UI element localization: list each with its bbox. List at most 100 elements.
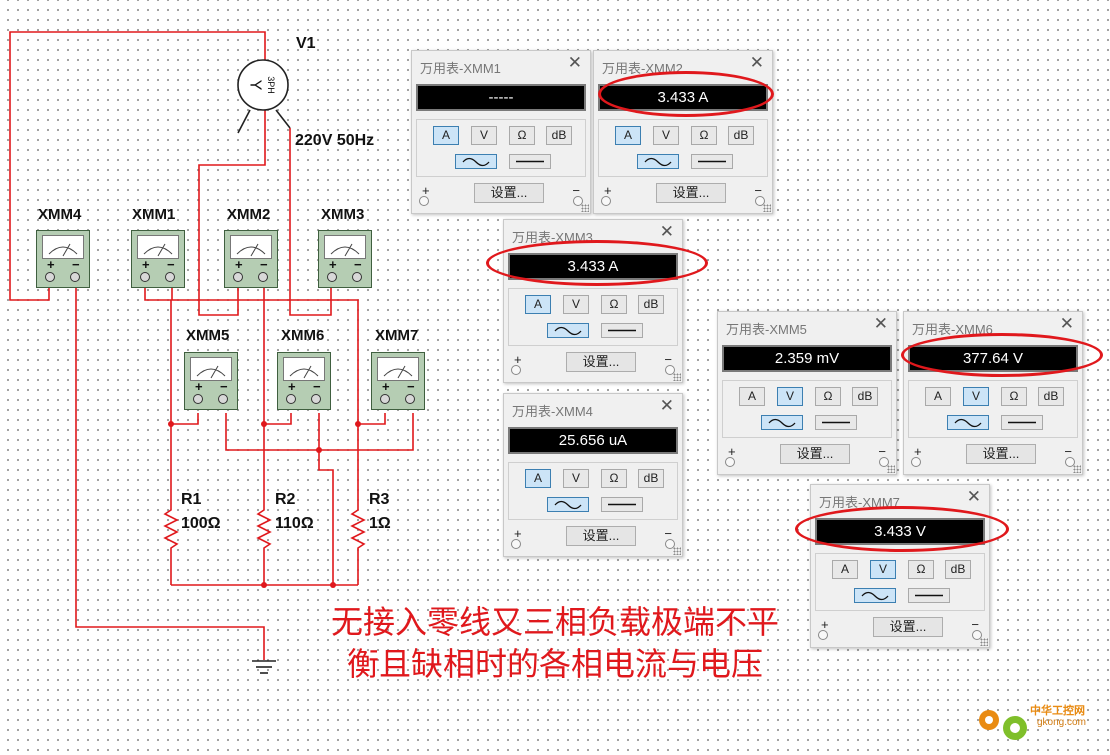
- decibel-button[interactable]: dB: [728, 126, 754, 145]
- close-icon[interactable]: ✕: [1059, 314, 1074, 333]
- ohmmeter-button[interactable]: Ω: [601, 469, 627, 488]
- voltmeter-button[interactable]: V: [471, 126, 497, 145]
- ammeter-button[interactable]: A: [433, 126, 459, 145]
- plus-terminal-icon[interactable]: [511, 539, 521, 549]
- close-icon[interactable]: ✕: [966, 487, 981, 506]
- ac-sine-icon[interactable]: [547, 497, 589, 512]
- multimeter-xmm6-icon[interactable]: +−: [277, 352, 331, 410]
- ohmmeter-button[interactable]: Ω: [815, 387, 841, 406]
- multimeter-xmm4-icon[interactable]: +−: [36, 230, 90, 288]
- close-icon[interactable]: ✕: [567, 53, 582, 72]
- ammeter-button[interactable]: A: [832, 560, 858, 579]
- ohmmeter-button[interactable]: Ω: [509, 126, 535, 145]
- circuit-wires: [9, 31, 414, 660]
- plus-terminal-icon[interactable]: [725, 457, 735, 467]
- resize-grip-icon[interactable]: [887, 465, 895, 473]
- highlight-oval-xmm7: [795, 506, 1009, 552]
- ammeter-button[interactable]: A: [615, 126, 641, 145]
- settings-button[interactable]: 设置...: [966, 444, 1036, 464]
- multimeter-xmm7-icon[interactable]: +−: [371, 352, 425, 410]
- meter-label-xmm5: XMM5: [186, 327, 230, 344]
- dc-line-icon[interactable]: [601, 323, 643, 338]
- minus-terminal-icon[interactable]: [972, 630, 982, 640]
- plus-terminal-label: +: [821, 617, 829, 632]
- minus-terminal-label: −: [754, 183, 762, 198]
- ac-sine-icon[interactable]: [947, 415, 989, 430]
- ohmmeter-button[interactable]: Ω: [691, 126, 717, 145]
- dc-line-icon[interactable]: [691, 154, 733, 169]
- dc-line-icon[interactable]: [509, 154, 551, 169]
- voltmeter-button[interactable]: V: [563, 469, 589, 488]
- ohmmeter-button[interactable]: Ω: [1001, 387, 1027, 406]
- plus-terminal-icon[interactable]: [419, 196, 429, 206]
- settings-button[interactable]: 设置...: [780, 444, 850, 464]
- close-icon[interactable]: ✕: [659, 396, 674, 415]
- decibel-button[interactable]: dB: [1038, 387, 1064, 406]
- multimeter-xmm1-icon[interactable]: +−: [131, 230, 185, 288]
- plus-terminal-label: +: [422, 183, 430, 198]
- settings-button[interactable]: 设置...: [566, 352, 636, 372]
- multimeter-window-xmm5[interactable]: 万用表-XMM5 ✕ 2.359 mV A V Ω dB + − 设置...: [717, 311, 897, 475]
- voltmeter-button[interactable]: V: [777, 387, 803, 406]
- resize-grip-icon[interactable]: [673, 373, 681, 381]
- ac-sine-icon[interactable]: [547, 323, 589, 338]
- settings-button[interactable]: 设置...: [656, 183, 726, 203]
- close-icon[interactable]: ✕: [749, 53, 764, 72]
- plus-terminal-icon[interactable]: [511, 365, 521, 375]
- close-icon[interactable]: ✕: [659, 222, 674, 241]
- ammeter-button[interactable]: A: [525, 469, 551, 488]
- ohmmeter-button[interactable]: Ω: [908, 560, 934, 579]
- ac-sine-icon[interactable]: [637, 154, 679, 169]
- dc-line-icon[interactable]: [1001, 415, 1043, 430]
- dc-line-icon[interactable]: [908, 588, 950, 603]
- multimeter-xmm2-icon[interactable]: +−: [224, 230, 278, 288]
- plus-terminal-icon[interactable]: [601, 196, 611, 206]
- resize-grip-icon[interactable]: [1073, 465, 1081, 473]
- ac-sine-icon[interactable]: [854, 588, 896, 603]
- resize-grip-icon[interactable]: [581, 204, 589, 212]
- settings-button[interactable]: 设置...: [474, 183, 544, 203]
- decibel-button[interactable]: dB: [852, 387, 878, 406]
- multimeter-window-xmm4[interactable]: 万用表-XMM4 ✕ 25.656 uA A V Ω dB + − 设置...: [503, 393, 683, 557]
- minus-terminal-icon[interactable]: [665, 539, 675, 549]
- minus-terminal-icon[interactable]: [755, 196, 765, 206]
- caption-line-1: 无接入零线又三相负载极端不平: [330, 604, 779, 640]
- multimeter-xmm5-icon[interactable]: +−: [184, 352, 238, 410]
- ohmmeter-button[interactable]: Ω: [601, 295, 627, 314]
- ac-sine-icon[interactable]: [455, 154, 497, 169]
- plus-terminal-label: +: [514, 526, 522, 541]
- voltmeter-button[interactable]: V: [653, 126, 679, 145]
- minus-terminal-icon[interactable]: [573, 196, 583, 206]
- dc-line-icon[interactable]: [601, 497, 643, 512]
- ac-sine-icon[interactable]: [761, 415, 803, 430]
- voltmeter-button[interactable]: V: [870, 560, 896, 579]
- decibel-button[interactable]: dB: [945, 560, 971, 579]
- multimeter-window-xmm1[interactable]: 万用表-XMM1 ✕ ----- A V Ω dB + − 设置...: [411, 50, 591, 214]
- ammeter-button[interactable]: A: [739, 387, 765, 406]
- decibel-button[interactable]: dB: [546, 126, 572, 145]
- plus-terminal-label: +: [914, 444, 922, 459]
- resize-grip-icon[interactable]: [673, 547, 681, 555]
- mode-panel: A V Ω dB: [416, 119, 586, 177]
- resistor-r3-value: 1Ω: [369, 515, 391, 532]
- ammeter-button[interactable]: A: [925, 387, 951, 406]
- decibel-button[interactable]: dB: [638, 469, 664, 488]
- settings-button[interactable]: 设置...: [873, 617, 943, 637]
- ammeter-button[interactable]: A: [525, 295, 551, 314]
- voltmeter-button[interactable]: V: [963, 387, 989, 406]
- dc-line-icon[interactable]: [815, 415, 857, 430]
- multimeter-xmm3-icon[interactable]: +−: [318, 230, 372, 288]
- minus-terminal-icon[interactable]: [879, 457, 889, 467]
- settings-button[interactable]: 设置...: [566, 526, 636, 546]
- voltmeter-button[interactable]: V: [563, 295, 589, 314]
- plus-terminal-icon[interactable]: [911, 457, 921, 467]
- minus-terminal-icon[interactable]: [665, 365, 675, 375]
- resize-grip-icon[interactable]: [763, 204, 771, 212]
- close-icon[interactable]: ✕: [873, 314, 888, 333]
- decibel-button[interactable]: dB: [638, 295, 664, 314]
- resistor-r2-name: R2: [275, 491, 296, 508]
- plus-terminal-icon[interactable]: [818, 630, 828, 640]
- minus-terminal-icon[interactable]: [1065, 457, 1075, 467]
- resize-grip-icon[interactable]: [980, 638, 988, 646]
